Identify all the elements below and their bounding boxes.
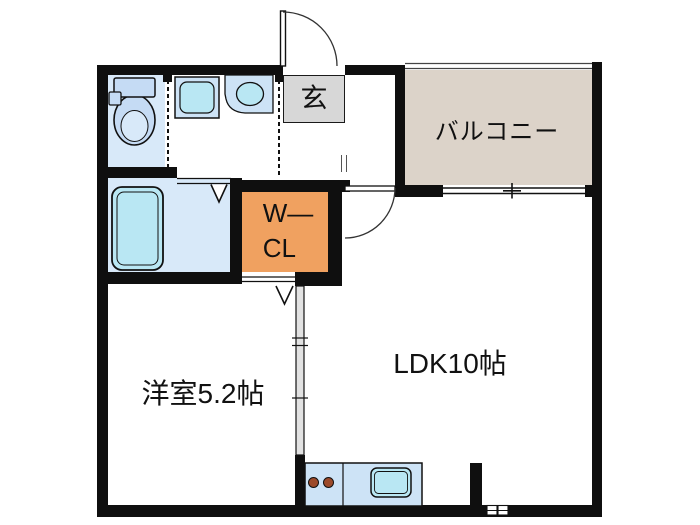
entrance-label: 玄 — [300, 83, 328, 114]
balcony-railing-icon — [405, 62, 592, 70]
wall-ldk-top-left — [395, 185, 443, 197]
ldk-door-leaf — [344, 185, 396, 192]
walk-in-closet-floor — [242, 192, 328, 272]
entrance-swing-door-icon — [279, 10, 338, 67]
stove-burner-icon — [323, 477, 334, 488]
wall-room-divider-bottom — [295, 455, 305, 505]
washbasin-icon — [224, 74, 274, 114]
ldk-swing-door-icon — [341, 155, 396, 239]
wall-wcl-right — [328, 180, 342, 284]
wall-wcl-top — [230, 180, 350, 192]
wall-washroom-bathroom — [97, 167, 177, 178]
washroom-sliding-door-icon — [275, 75, 283, 177]
western-room-label: 洋室5.2帖 — [141, 377, 265, 409]
balcony-label: バルコニー — [434, 118, 560, 146]
bathroom-floor — [108, 178, 230, 272]
wall-left — [97, 65, 108, 517]
wall-top-right — [345, 65, 405, 75]
wall-bottom — [97, 505, 602, 517]
wall-right — [592, 62, 602, 517]
balcony-floor — [405, 70, 592, 185]
toilet-room-floor — [108, 75, 165, 167]
wall-top-left — [97, 65, 283, 75]
balcony-sliding-window-icon — [443, 183, 585, 199]
ldk-label: LDK10帖 — [393, 347, 507, 379]
wall-western-room-top — [97, 272, 242, 284]
entrance-mat — [283, 75, 345, 123]
washing-machine-pan-icon — [174, 76, 220, 119]
wall-balcony-left — [395, 65, 405, 197]
wall-kitchen-stub — [470, 463, 482, 505]
entrance-door-leaf — [279, 10, 287, 67]
walk-in-closet-label: W— CL — [263, 196, 314, 266]
stove-burner-icon — [308, 477, 319, 488]
room-sliding-door-icon — [292, 285, 308, 456]
closet-folding-door-icon — [242, 276, 295, 306]
wall-wcl-left — [230, 178, 242, 284]
wcl-label-line1: W— — [262, 197, 314, 228]
wcl-label-line2: CL — [262, 233, 296, 263]
entrance-door-arc — [282, 11, 338, 67]
kitchen-sink-icon — [370, 467, 412, 498]
wall-wcl-bottom — [295, 272, 342, 286]
ldk-door-arc — [344, 187, 396, 239]
wall-ldk-top-right — [585, 185, 602, 197]
kitchen-counter-icon — [304, 462, 423, 507]
